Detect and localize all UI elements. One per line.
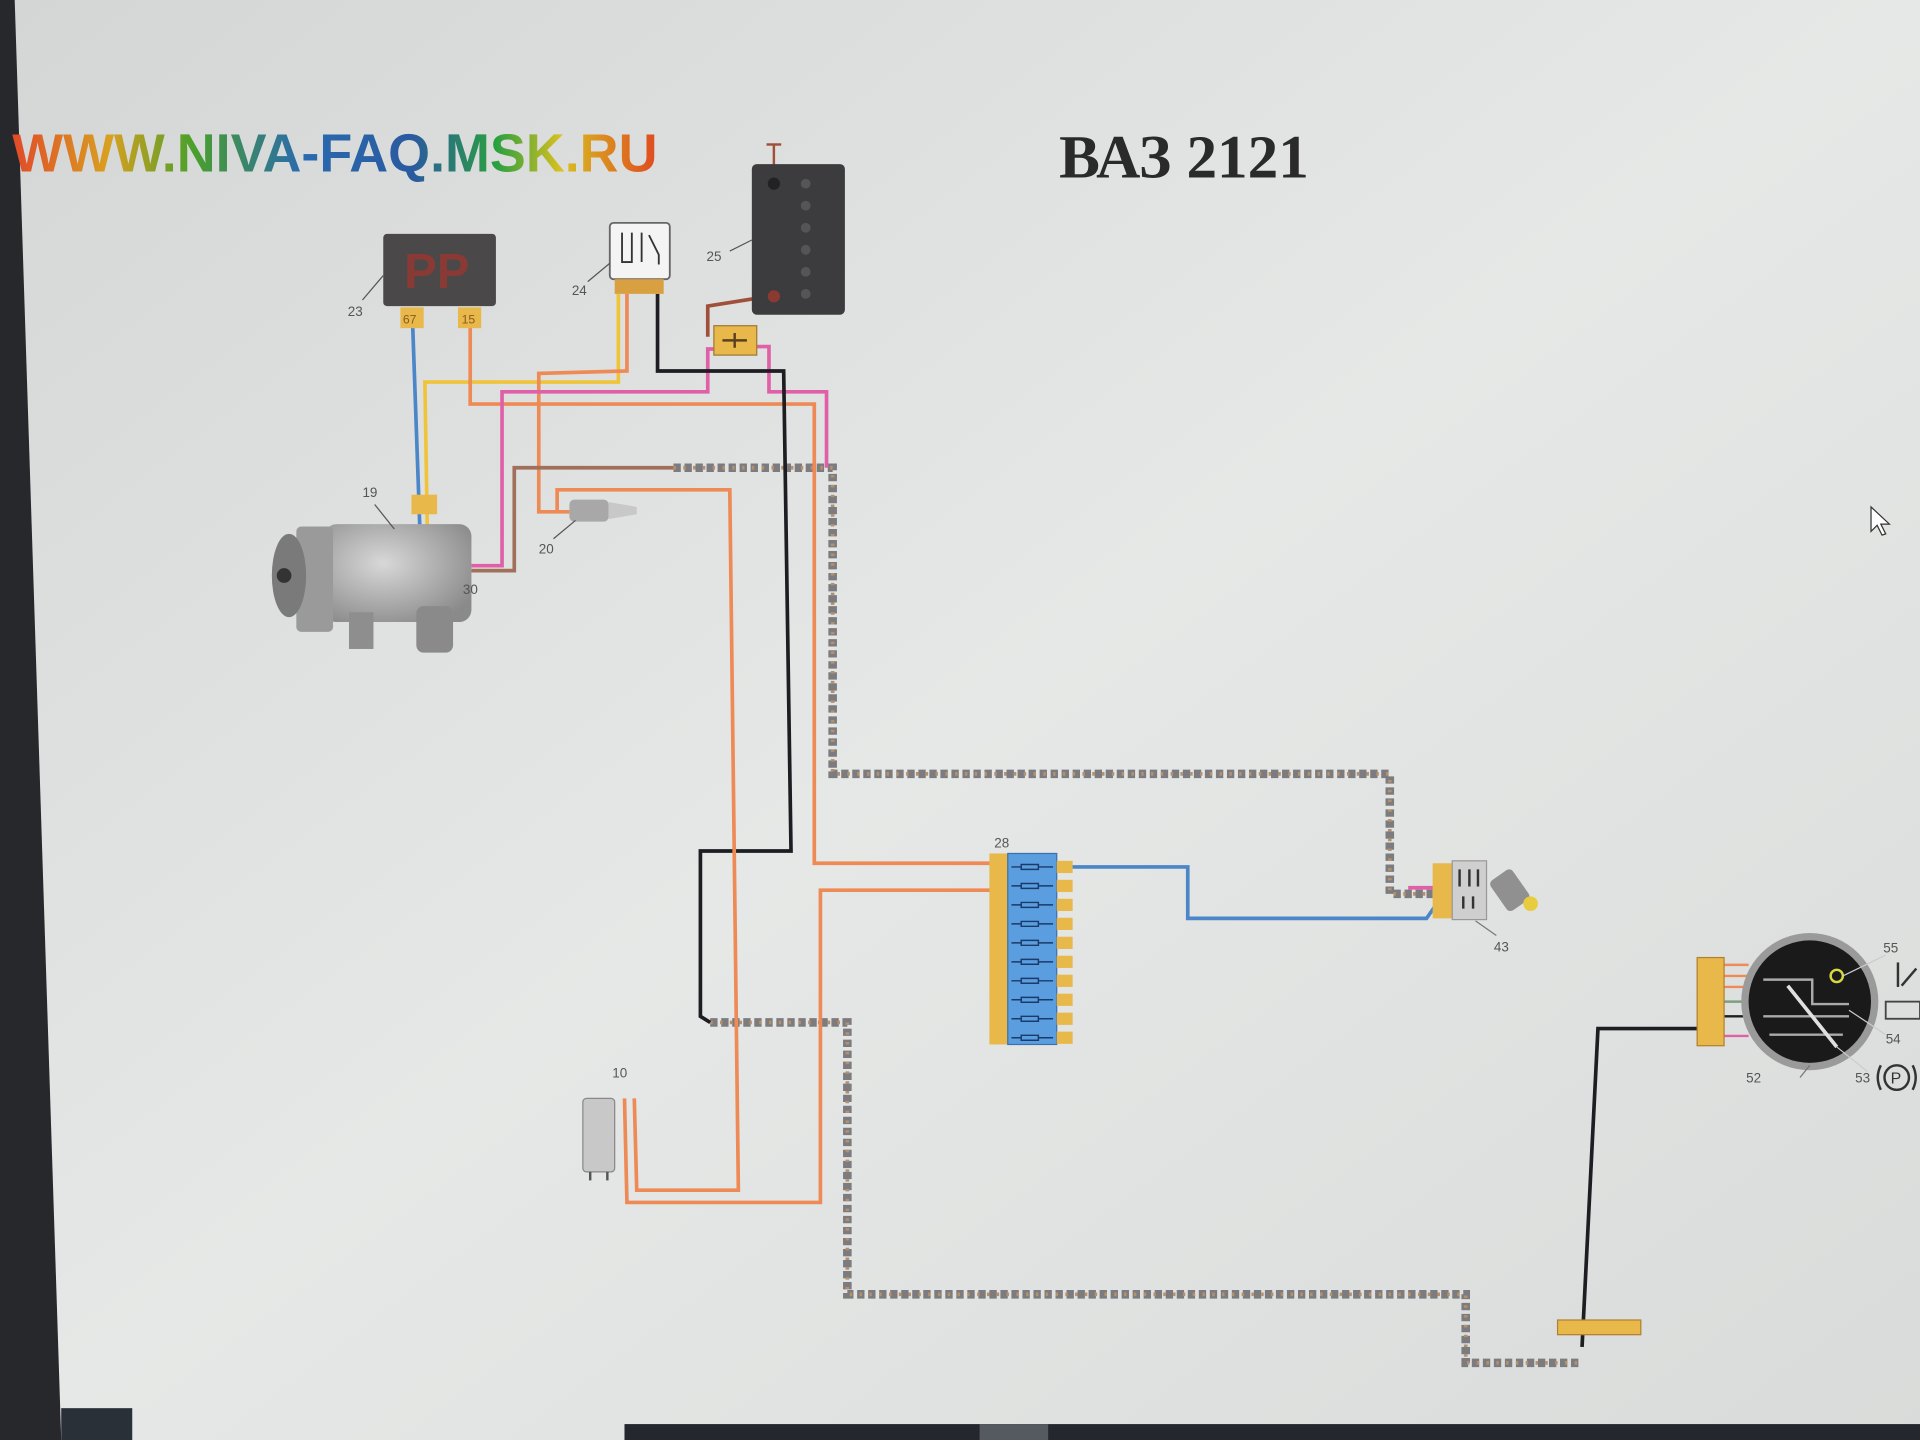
label-23: 23: [348, 304, 363, 319]
connector-10: 10: [582, 1066, 627, 1181]
label-43: 43: [1494, 939, 1509, 954]
harness-connector: [1556, 1319, 1642, 1336]
wire-brown-30: [471, 465, 674, 573]
diagram-title: ВАЗ 2121: [1059, 124, 1309, 192]
label-24: 24: [572, 283, 587, 298]
wire-harness-lower: [710, 1018, 1580, 1368]
mouse-cursor-icon: [1870, 505, 1891, 536]
fuse: [1011, 977, 1054, 984]
label-20: 20: [539, 541, 554, 556]
fuse: [1011, 920, 1054, 928]
svg-text:P: P: [1891, 1071, 1902, 1088]
relay: 24: [572, 221, 671, 298]
generator: 19 30: [271, 485, 478, 653]
fuse-terminal: [1056, 955, 1073, 968]
voltage-regulator: РР 67 15 23: [348, 233, 496, 329]
fuse-terminal: [1056, 974, 1073, 987]
wire-battery-plus: [705, 294, 770, 337]
wires: [410, 293, 1749, 1348]
monitor-bezel: [0, 0, 62, 1440]
wire-black: [655, 293, 793, 1025]
terminal-67-label: 67: [403, 312, 417, 326]
battery: 25: [707, 143, 845, 315]
wire-orange-relay: [536, 293, 629, 514]
fuse: [1011, 1015, 1054, 1022]
start-button[interactable]: [61, 1408, 133, 1440]
parking-brake-icon: P: [1876, 1064, 1917, 1092]
fuse: [1011, 863, 1054, 871]
wire-orange-10: [622, 888, 998, 1205]
fuse: [1011, 996, 1054, 1003]
terminal-30-label: 30: [463, 582, 478, 597]
label-19: 19: [362, 485, 377, 500]
wire-orange-sensor: [555, 487, 741, 1193]
label-55: 55: [1883, 941, 1898, 956]
label-25: 25: [707, 249, 722, 264]
wire-pink-a: [471, 347, 717, 568]
fuse-terminal: [1056, 1012, 1073, 1025]
gauge-cluster: 52 55 54 53: [1696, 933, 1901, 1085]
fuse: [1011, 939, 1054, 947]
fuse: [1011, 882, 1054, 890]
wire-blue-43: [1071, 865, 1437, 921]
fuse: [1011, 958, 1054, 966]
wire-pink-b: [749, 344, 829, 468]
label-54: 54: [1886, 1031, 1901, 1046]
fuse: [1011, 901, 1054, 909]
taskbar-active-app[interactable]: [979, 1424, 1049, 1440]
fuse-terminal: [1056, 1031, 1073, 1044]
fuse-terminal: [1056, 936, 1073, 949]
fuse-terminal: [1056, 860, 1073, 874]
fuse: [1011, 1034, 1054, 1041]
wire-yellow: [423, 293, 621, 533]
wire-black-gauge: [1580, 1026, 1700, 1348]
website-logo: WWW.NIVA-FAQ.MSK.RU: [12, 123, 657, 183]
terminal-15-label: 15: [462, 312, 476, 326]
label-10: 10: [612, 1066, 627, 1081]
temperature-sensor: 20: [539, 499, 637, 556]
fuse-terminal: [1056, 898, 1073, 912]
fuse-symbol: [722, 333, 747, 348]
connector-43: 43: [1432, 860, 1509, 954]
wire-orange-15: [468, 324, 998, 866]
fuse-terminal: [1056, 917, 1073, 930]
taskbar: [624, 1424, 1920, 1440]
wire-harness-upper: [673, 463, 1433, 899]
fuse-terminal: [1056, 993, 1073, 1006]
battery-icon: [1884, 1000, 1920, 1020]
regulator-marking: РР: [404, 245, 469, 299]
fuse-terminal: [1056, 879, 1073, 893]
lamp: [1490, 869, 1538, 912]
label-52: 52: [1746, 1070, 1761, 1085]
label-53: 53: [1855, 1070, 1870, 1085]
label-28: 28: [994, 835, 1009, 850]
fuse-block: 28: [989, 835, 1073, 1046]
oil-pressure-icon: [1896, 962, 1918, 987]
